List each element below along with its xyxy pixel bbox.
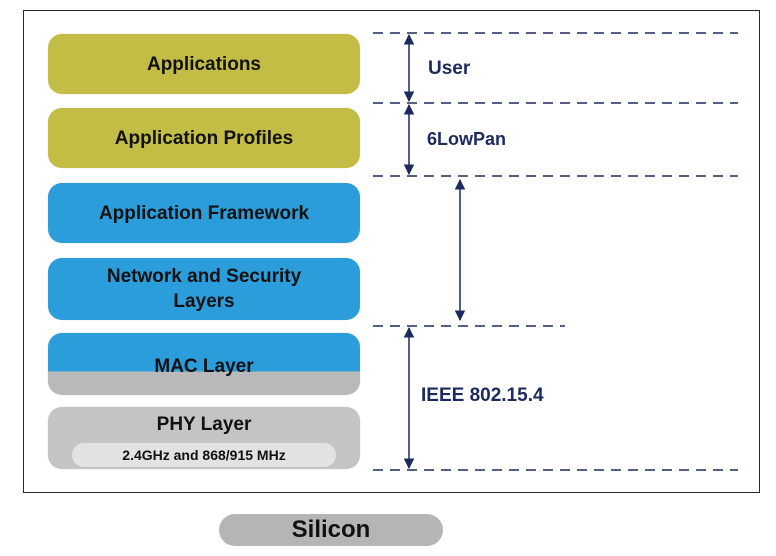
silicon-base: Silicon	[219, 514, 443, 546]
network-security-label-line2: Layers	[173, 291, 235, 312]
network-security-label-line1: Network and Security	[106, 266, 302, 287]
application-profiles-label: Application Profiles	[114, 127, 294, 149]
ieee-label: IEEE 802.15.4	[421, 385, 544, 406]
applications-layer: Applications	[48, 34, 360, 94]
user-label: User	[428, 58, 471, 79]
silicon-label: Silicon	[291, 516, 371, 543]
6lowpan-label: 6LowPan	[427, 129, 507, 149]
phy-layer-label: PHY Layer	[156, 414, 252, 435]
network-security-layer: Network and Security Layers	[48, 258, 360, 320]
mac-layer: MAC Layer	[48, 333, 360, 395]
application-framework-layer: Application Framework	[48, 183, 360, 243]
application-profiles-layer: Application Profiles	[48, 108, 360, 168]
mac-layer-label: MAC Layer	[154, 355, 254, 377]
phy-layer: PHY Layer 2.4GHz and 868/915 MHz	[48, 407, 360, 469]
applications-label: Applications	[146, 53, 261, 75]
phy-frequency-label: 2.4GHz and 868/915 MHz	[72, 443, 336, 467]
application-framework-label: Application Framework	[98, 202, 310, 224]
diagram-frame	[23, 10, 760, 493]
